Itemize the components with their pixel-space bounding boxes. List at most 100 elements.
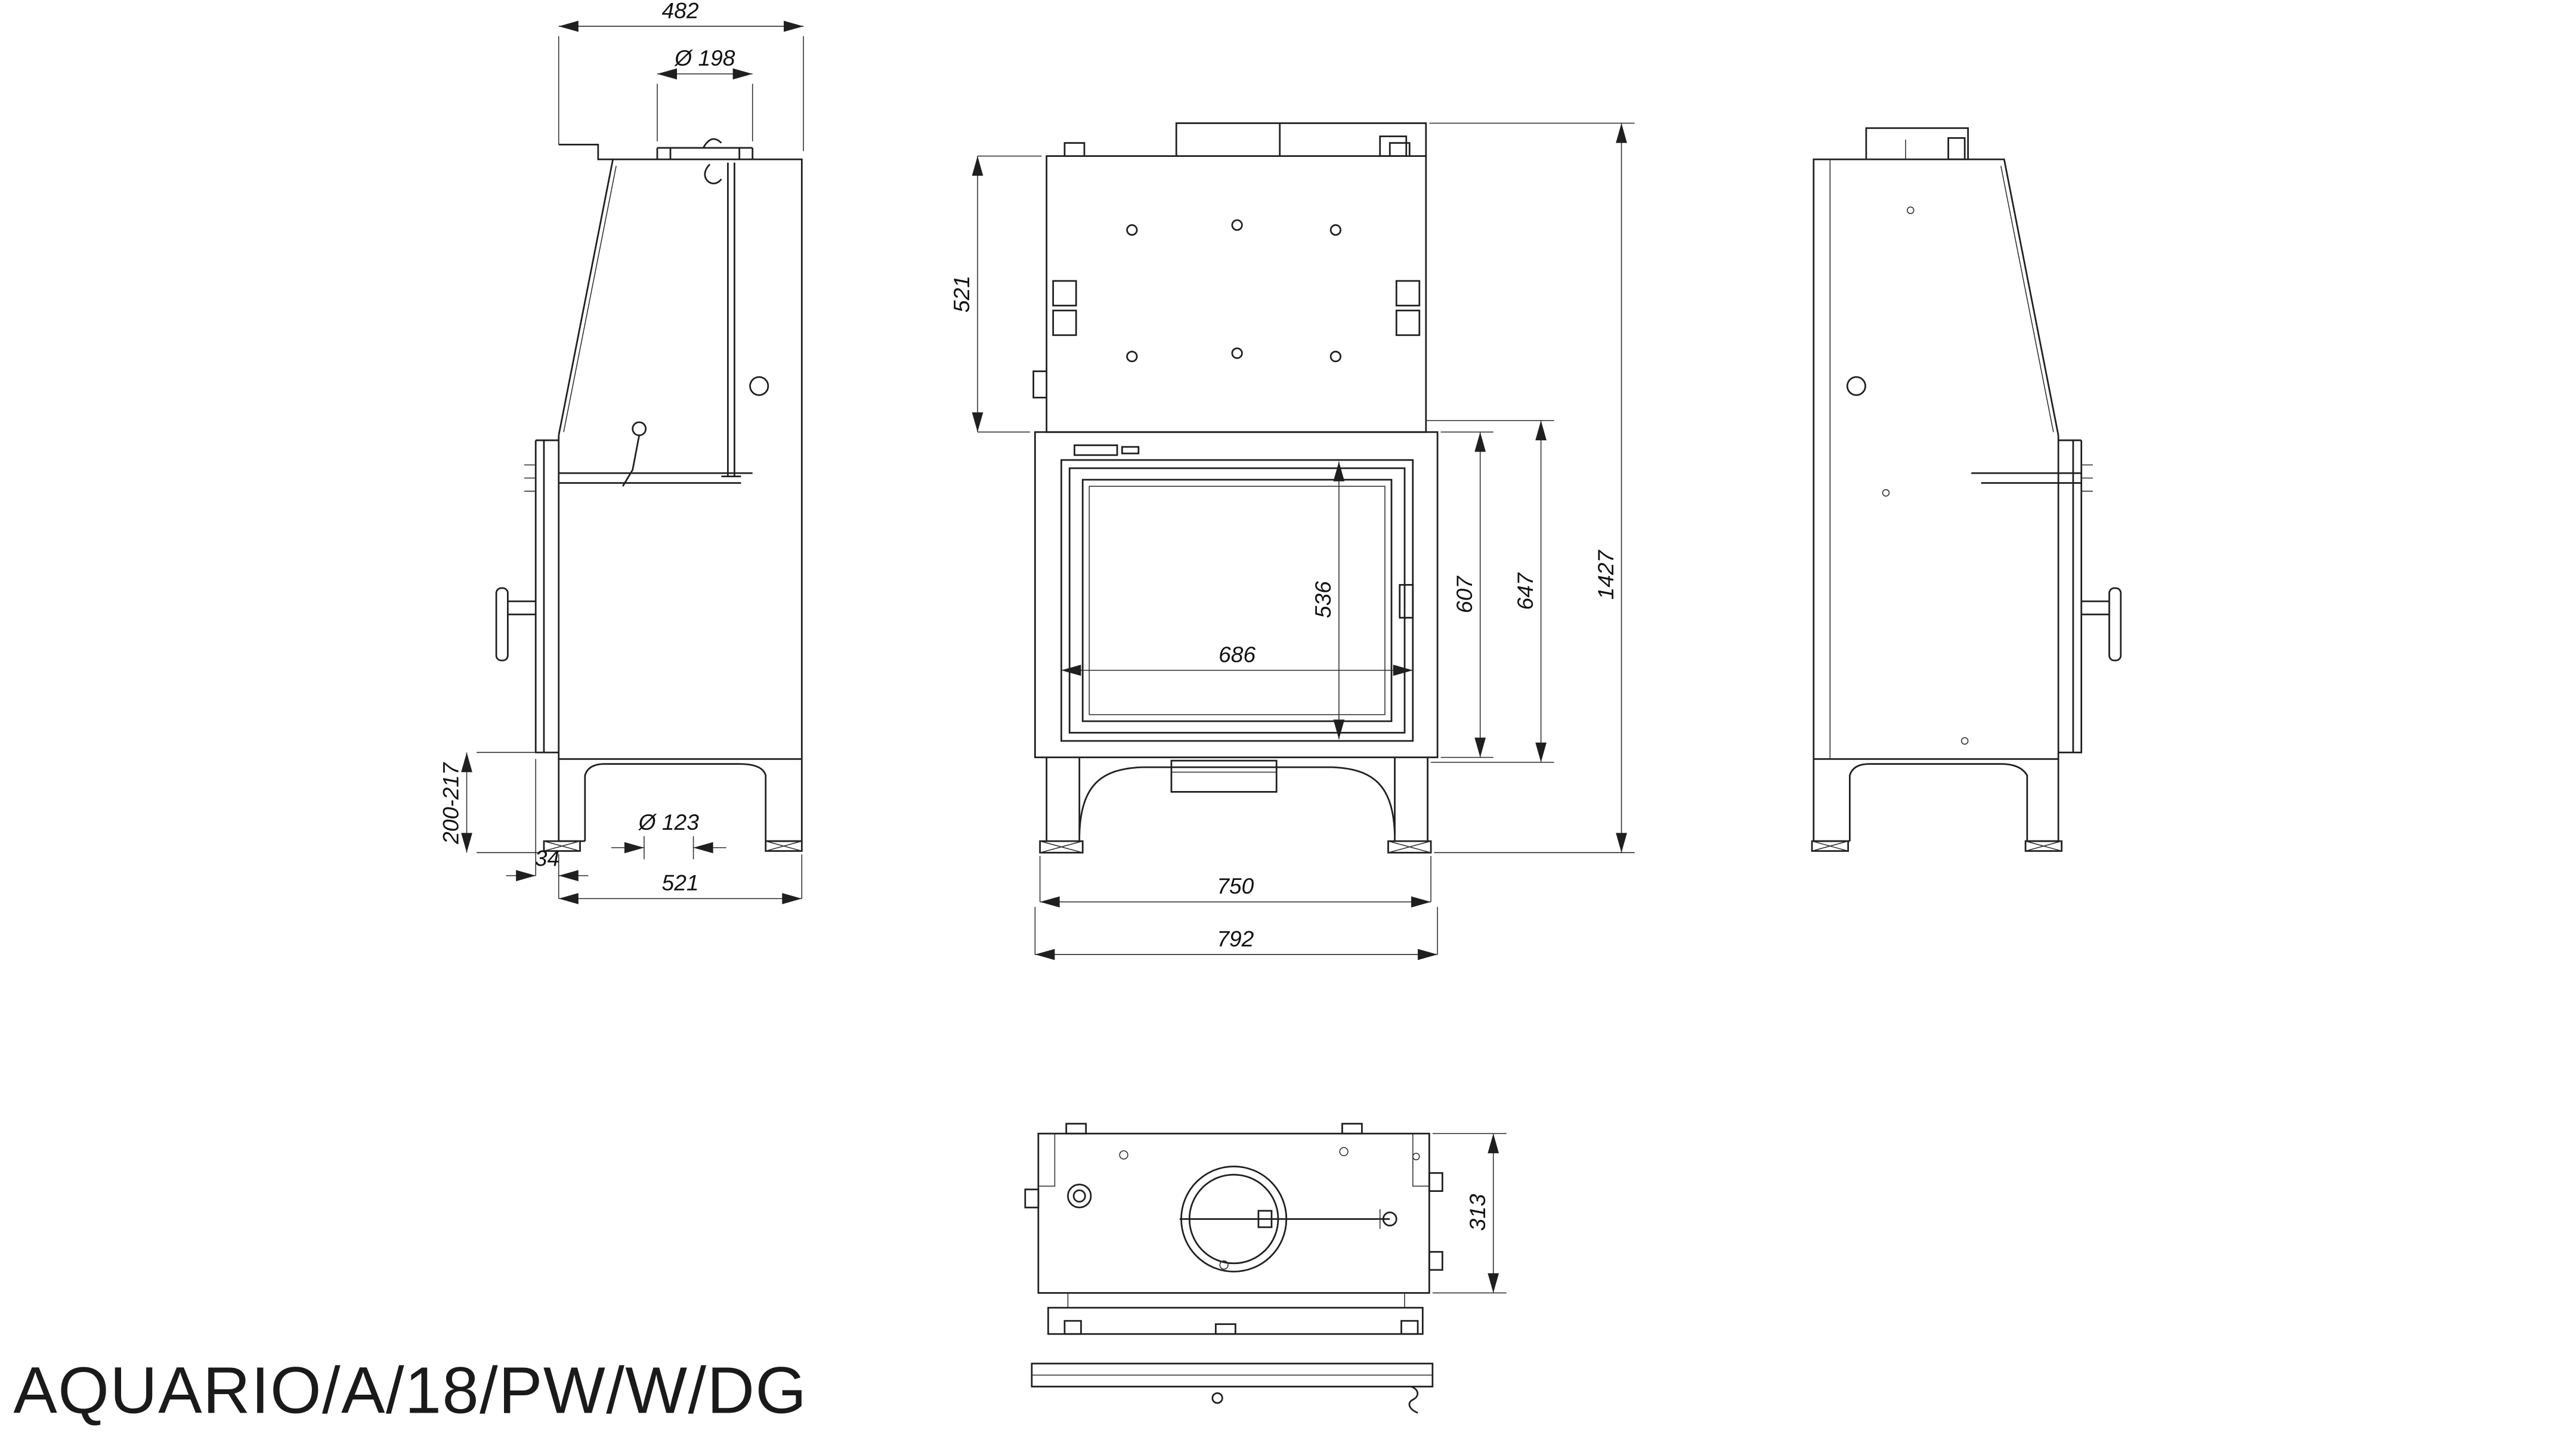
left-foot-x xyxy=(1040,841,1083,854)
dim-glass-height: 536 xyxy=(1310,461,1345,740)
dim-firebox-height: 607 xyxy=(1440,431,1493,758)
dim-total-width: 792 xyxy=(1034,907,1438,960)
ext-lines xyxy=(477,752,552,854)
frame-foot xyxy=(1063,1320,1082,1335)
top-tab xyxy=(1341,1123,1363,1135)
dim-label-482: 482 xyxy=(662,0,699,23)
front-legs xyxy=(1046,757,1428,842)
top-front-bracket xyxy=(558,143,613,160)
side-bracket xyxy=(1395,310,1421,336)
ext-lines xyxy=(558,854,803,899)
lever-pivot xyxy=(632,421,647,437)
left-foot-x xyxy=(1811,841,1848,852)
inner-slant-line xyxy=(2000,166,2054,432)
skirt-arch xyxy=(1078,766,1396,835)
door-handle-link xyxy=(508,600,536,616)
ext-lines xyxy=(558,36,804,152)
rod-end xyxy=(1382,1212,1397,1226)
dim-glass-width: 686 xyxy=(1061,642,1413,676)
heat-exchanger-box xyxy=(1046,155,1427,433)
dim-label-34: 34 xyxy=(535,845,559,870)
top-stubs xyxy=(1063,142,1411,156)
ext-lines xyxy=(1034,907,1438,955)
screw-hole xyxy=(1119,1150,1128,1160)
door-handle-grip xyxy=(495,587,509,662)
side-tab xyxy=(1428,1251,1443,1271)
door-frame-outer xyxy=(1060,459,1414,742)
ext-lines xyxy=(1425,420,1554,763)
dim-label-123: Ø 123 xyxy=(638,810,700,835)
control-rod xyxy=(721,162,741,478)
door-handle xyxy=(1399,584,1414,619)
dim-label-792: 792 xyxy=(1217,926,1254,951)
side-bracket xyxy=(1052,310,1077,336)
side-tab xyxy=(1024,1188,1040,1209)
shelf-lines xyxy=(1971,472,2082,484)
door-frame-edge xyxy=(2058,439,2083,753)
door-latch xyxy=(1074,444,1140,456)
ext-lines xyxy=(657,84,753,141)
dim-label-1427: 1427 xyxy=(1593,549,1618,600)
dim-label-686: 686 xyxy=(1219,642,1255,667)
flue-collar xyxy=(656,147,754,160)
legs-and-arch xyxy=(1813,763,2059,842)
top-tab xyxy=(1065,1123,1087,1135)
screw-hole xyxy=(1329,224,1342,236)
left-foot-x xyxy=(543,841,580,852)
air-intake-hole xyxy=(1846,376,1866,396)
screw-hole xyxy=(1231,219,1243,231)
dim-flue-diameter: Ø 198 xyxy=(657,45,753,141)
ext-ticks xyxy=(644,836,694,860)
dim-leg-height-range: 200-217 xyxy=(438,752,552,854)
door-frame-inner xyxy=(1068,467,1406,734)
left-foot xyxy=(543,840,581,852)
rivet-hole xyxy=(1960,737,1969,745)
dim-label-521-height: 521 xyxy=(949,276,974,313)
dim-label-607: 607 xyxy=(1452,576,1477,613)
dim-feet-spacing: 750 xyxy=(1039,855,1431,908)
right-foot xyxy=(1387,840,1432,854)
screw-hole xyxy=(1126,224,1138,236)
damper-lever xyxy=(702,138,722,184)
frame-center-clip xyxy=(1214,1323,1236,1335)
plan-view xyxy=(1024,1123,1443,1414)
dim-base-depth: 521 xyxy=(558,854,803,904)
right-foot-x xyxy=(1388,841,1431,854)
side-view-right xyxy=(1811,127,2122,852)
air-intake-hole xyxy=(749,376,769,396)
dim-exchanger-height: 521 xyxy=(949,155,1042,433)
ext-lines xyxy=(1429,122,1635,854)
left-foot xyxy=(1039,840,1084,854)
chain-hook xyxy=(1408,1386,1419,1414)
rod-collar xyxy=(1257,1210,1273,1228)
body-front-edge xyxy=(558,435,802,760)
right-foot xyxy=(765,840,803,852)
top-bracket xyxy=(1865,127,1969,160)
left-edge-tab xyxy=(1032,370,1047,398)
right-foot-x xyxy=(765,841,802,852)
dim-front-offset: 34 xyxy=(506,759,589,882)
dim-label-200-217: 200-217 xyxy=(438,762,463,845)
lever-arm xyxy=(621,435,641,487)
side-view-left xyxy=(495,138,803,852)
shelf-lines xyxy=(558,472,753,484)
dim-label-198: Ø 198 xyxy=(673,45,735,70)
dim-label-750: 750 xyxy=(1217,873,1254,898)
dim-plan-depth: 313 xyxy=(1432,1133,1507,1294)
glass-pane-inner xyxy=(1088,486,1386,715)
screw-hole xyxy=(1231,347,1243,359)
dim-label-313: 313 xyxy=(1465,1194,1490,1231)
ext-lines xyxy=(978,155,1042,433)
screw-hole xyxy=(1219,1260,1229,1270)
screw-hole xyxy=(1329,350,1342,363)
screw-hole xyxy=(1339,1147,1349,1157)
door-handle-link xyxy=(2081,600,2110,616)
firebox-body xyxy=(1034,431,1439,758)
ash-pan xyxy=(1170,759,1278,793)
connector-ticks xyxy=(1067,1293,1405,1308)
front-view xyxy=(1032,122,1439,854)
ext-lines xyxy=(1039,855,1431,902)
body-outline xyxy=(558,158,803,842)
